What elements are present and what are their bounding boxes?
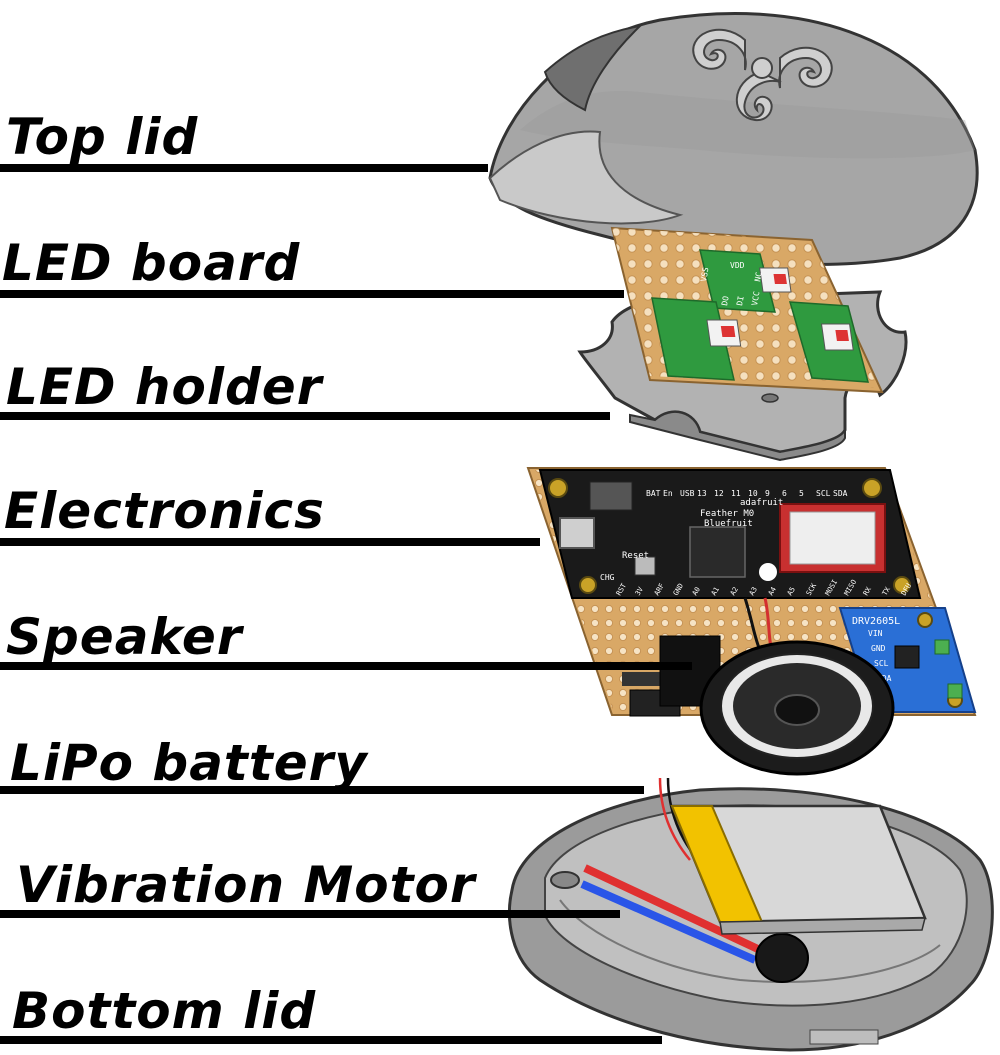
- pin-label: A0: [691, 586, 702, 597]
- label-top-lid: Top lid: [6, 108, 199, 166]
- pin-label: A4: [767, 586, 778, 597]
- label-vibration-motor: Vibration Motor: [16, 856, 476, 914]
- leader-line-top-lid: [0, 164, 488, 172]
- pin-label: 12: [714, 489, 724, 498]
- label-bottom-lid: Bottom lid: [12, 982, 317, 1040]
- pin-label: A2: [729, 586, 740, 597]
- pin-label: 9: [765, 489, 770, 498]
- mcu-chip: [689, 526, 746, 578]
- pin-label: 6: [782, 489, 787, 498]
- led-pad-label: VCC: [750, 290, 761, 306]
- feather-reset-label: Reset: [622, 551, 649, 561]
- pin-label: BAT: [646, 489, 661, 498]
- pin-label: 5: [799, 489, 804, 498]
- pin-label: VIN: [868, 629, 883, 638]
- leader-line-led-board: [0, 290, 624, 298]
- led-pad-label: DI: [735, 295, 746, 306]
- leader-line-electronics: [0, 538, 540, 546]
- pin-label: RX: [862, 585, 874, 597]
- feather-board: Feather M0 Bluefruit adafruit Reset CHG …: [538, 469, 922, 599]
- lipo-battery-part: [658, 777, 927, 935]
- led-pad-label: NC: [753, 271, 764, 282]
- pin-label: TX: [881, 585, 893, 597]
- pin-label: SCL: [874, 659, 889, 668]
- led-board-part: VSS VDD NC DO DI VCC: [610, 226, 884, 394]
- leader-line-vibration-motor: [0, 910, 620, 918]
- pin-label: A3: [748, 586, 759, 597]
- star-icon: [759, 563, 777, 581]
- pin-label: SDA: [833, 489, 848, 498]
- vibration-motor-part: [580, 864, 809, 983]
- led-pad-label: VSS: [699, 266, 710, 282]
- label-electronics: Electronics: [4, 482, 325, 540]
- pin-label: USB: [680, 489, 695, 498]
- pin-label: En: [663, 489, 673, 498]
- led-pad-top: [699, 249, 792, 313]
- led-pad-left: [651, 297, 742, 381]
- leader-line-led-holder: [0, 412, 610, 420]
- feather-chg-label: CHG: [600, 573, 615, 582]
- label-speaker: Speaker: [6, 608, 243, 666]
- led-pad-right: [788, 301, 869, 383]
- label-lipo-battery: LiPo battery: [10, 734, 368, 792]
- speaker-part: [659, 635, 895, 776]
- leader-line-lipo-battery: [0, 786, 644, 794]
- pin-label: A5: [786, 586, 797, 597]
- label-led-board: LED board: [2, 234, 301, 292]
- driver-name: DRV2605L: [852, 616, 900, 627]
- pin-label: GND: [871, 644, 886, 653]
- pin-label: 3V: [634, 585, 646, 597]
- feather-name-line2: Bluefruit: [704, 519, 753, 529]
- led-pad-label: DO: [720, 295, 731, 306]
- reset-button: [634, 556, 656, 576]
- label-led-holder: LED holder: [6, 358, 323, 416]
- pin-label: 11: [731, 489, 741, 498]
- usb-port-icon: [559, 517, 595, 549]
- leader-line-speaker: [0, 662, 692, 670]
- pin-label: A1: [710, 586, 721, 597]
- feather-name-line1: Feather M0: [700, 509, 754, 519]
- leader-line-bottom-lid: [0, 1036, 662, 1044]
- top-lid-part: [488, 12, 979, 266]
- led-pad-label: VDD: [730, 261, 745, 270]
- pin-label: SCL: [816, 489, 831, 498]
- feather-brand: adafruit: [740, 498, 783, 508]
- pin-label: 13: [697, 489, 707, 498]
- pin-label: 10: [748, 489, 758, 498]
